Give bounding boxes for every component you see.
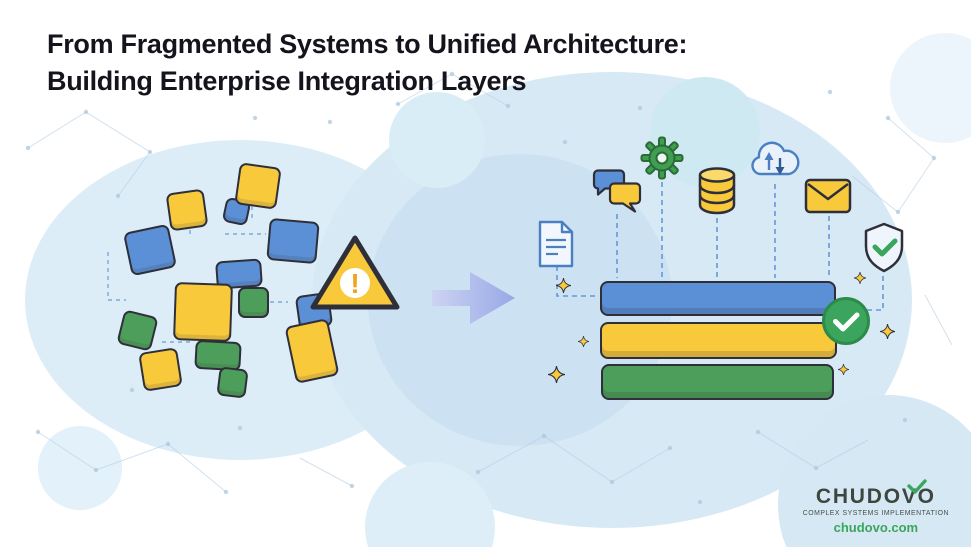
- fragment-block-yellow: [173, 282, 233, 342]
- integration-layer-blue: [600, 281, 836, 316]
- background-blobs: [25, 33, 971, 547]
- database-icon: [698, 167, 736, 215]
- logo-url[interactable]: chudovo.com: [833, 520, 919, 535]
- sparkle-icon: [880, 324, 895, 339]
- sparkle-icon: [578, 336, 589, 347]
- transition-arrow-icon: [432, 272, 515, 324]
- fragment-block-blue: [122, 223, 178, 277]
- logo: CHUDOVO COMPLEX SYSTEMS IMPLEMENTATION c…: [802, 479, 949, 535]
- sparkle-icon: [838, 364, 849, 375]
- integration-layer-green: [601, 364, 834, 400]
- shield-check-icon: [864, 222, 904, 273]
- logo-tagline: COMPLEX SYSTEMS IMPLEMENTATION: [802, 510, 949, 517]
- logo-check-icon: [907, 479, 927, 494]
- fragment-block-green: [194, 339, 242, 372]
- logo-text: CHUDOVO: [815, 485, 936, 508]
- logo-wordmark: CHUDOVO: [803, 479, 949, 509]
- warning-circle: [340, 268, 370, 298]
- gear-icon: [640, 136, 684, 180]
- check-badge-icon: [822, 297, 870, 345]
- warning-mark: !: [350, 268, 359, 299]
- fragment-block-yellow: [234, 162, 282, 210]
- sparkle-icon: [556, 278, 571, 293]
- integration-layer-yellow: [600, 322, 837, 359]
- fragment-block-yellow: [165, 188, 209, 232]
- chat-icon: [592, 169, 642, 213]
- mail-icon: [804, 178, 852, 214]
- fragment-block-green: [238, 287, 269, 318]
- fragment-block-green: [216, 366, 249, 399]
- fragment-block-yellow: [138, 347, 183, 392]
- sparkle-icon: [548, 366, 565, 383]
- document-icon: [538, 220, 574, 268]
- title-line-2: Building Enterprise Integration Layers: [47, 66, 527, 96]
- warning-icon: !: [310, 235, 400, 310]
- sparkle-icon: [854, 272, 866, 284]
- title-line-1: From Fragmented Systems to Unified Archi…: [47, 29, 688, 59]
- network-dots: [25, 71, 937, 505]
- cloud-sync-icon: [751, 141, 800, 176]
- page-title: From Fragmented Systems to Unified Archi…: [47, 26, 688, 100]
